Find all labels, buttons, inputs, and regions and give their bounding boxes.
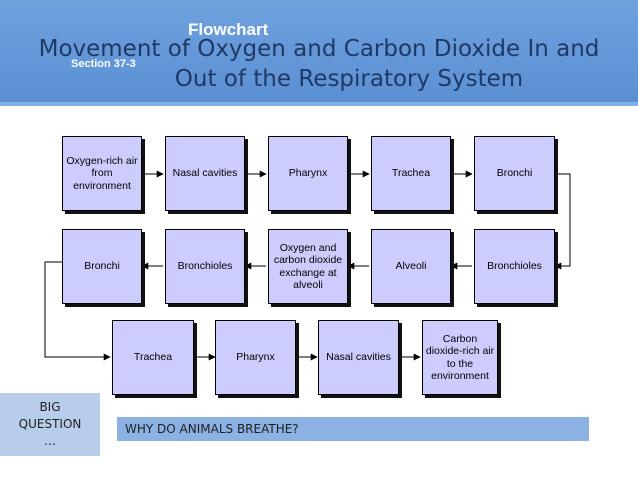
connector-right [554, 173, 571, 270]
header-divider [0, 102, 638, 106]
step-carbon-dioxide-air: Carbon dioxide-rich air to the environme… [422, 320, 498, 395]
step-oxygen-rich-air: Oxygen-rich air from environment [62, 136, 142, 211]
header-banner [0, 0, 638, 108]
step-bronchioles: Bronchioles [474, 229, 555, 304]
title-line-1: Movement of Oxygen and Carbon Dioxide In… [38, 36, 600, 62]
step-gas-exchange: Oxygen and carbon dioxide exchange at al… [268, 229, 348, 304]
step-trachea-return: Trachea [112, 320, 194, 395]
step-pharynx: Pharynx [268, 136, 348, 211]
step-pharynx-return: Pharynx [215, 320, 296, 395]
flowchart-label: Flowchart [188, 20, 269, 39]
big-question-label: BIG QUESTION … [0, 393, 100, 456]
big-question-text: WHY DO ANIMALS BREATHE? [117, 417, 589, 441]
page-title: Movement of Oxygen and Carbon Dioxide In… [0, 34, 638, 94]
step-nasal-cavities-return: Nasal cavities [318, 320, 399, 395]
step-alveoli: Alveoli [371, 229, 451, 304]
step-bronchi: Bronchi [474, 136, 555, 211]
section-label: Section 37-3 [71, 58, 136, 70]
step-bronchioles-return: Bronchioles [165, 229, 245, 304]
connector-left [44, 261, 111, 361]
title-line-2: Out of the Respiratory System [174, 66, 524, 92]
step-trachea: Trachea [371, 136, 451, 211]
step-nasal-cavities: Nasal cavities [165, 136, 245, 211]
step-bronchi-return: Bronchi [62, 229, 142, 304]
